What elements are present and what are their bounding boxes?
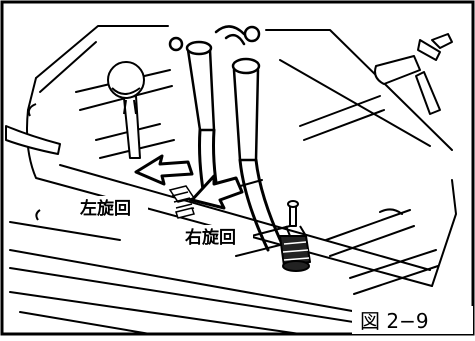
right-rotation-arrow (190, 174, 244, 210)
side-handle-left (5, 103, 61, 221)
ribbed-knob (279, 200, 311, 272)
right-rotation-label-bg (183, 225, 253, 247)
side-handle-right (374, 33, 453, 115)
figure-caption: 図 2−9 (360, 309, 429, 333)
left-rotation-label-bg (78, 196, 148, 218)
right-rotation-label: 右旋回 (185, 227, 236, 248)
center-lever-2 (231, 57, 284, 252)
left-rotation-label: 左旋回 (80, 198, 131, 219)
caption-bg (352, 306, 473, 334)
left-lever (107, 61, 145, 159)
left-rotation-arrow (134, 154, 194, 186)
